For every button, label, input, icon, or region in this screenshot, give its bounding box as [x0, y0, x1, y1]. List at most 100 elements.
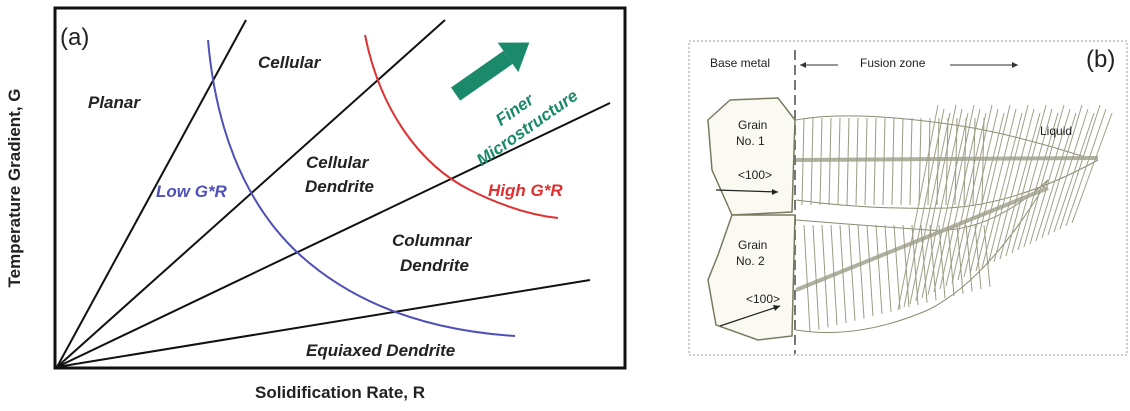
liquid-hatch-line: [1011, 108, 1053, 254]
liquid-hatch-line: [1017, 112, 1059, 251]
dendrite-arms: [801, 117, 991, 333]
liquid-hatch-line: [987, 104, 1029, 266]
dendrite-arm: [866, 224, 874, 317]
liquid-hatch-line: [927, 112, 969, 296]
liquid-hatch-line: [1053, 112, 1095, 233]
dir-arrow-1: [715, 189, 779, 193]
dendrite-arm: [839, 224, 847, 324]
dendrite-arm: [873, 117, 877, 206]
dendrite-arm: [947, 224, 955, 297]
dendrite-arm: [837, 117, 841, 206]
liquid-hatch-line: [999, 112, 1041, 260]
dendrite-arm: [855, 117, 859, 206]
low-gr-curve: [207, 39, 516, 337]
high-gr-curve: [364, 34, 559, 219]
dendrite-arm: [936, 117, 940, 206]
liquid-hatch-line: [1071, 112, 1113, 224]
dendrite-arm: [810, 117, 814, 206]
dendrite-arm: [884, 224, 892, 312]
plot-frame: [53, 6, 627, 370]
dendrite-arm: [918, 117, 922, 206]
liquid-hatch-line: [951, 104, 993, 284]
liquid-hatch-line: [945, 112, 987, 287]
dendrite-arm: [857, 224, 865, 319]
liquid-hatch-line: [1023, 104, 1065, 248]
region-cellular: Cellular: [258, 53, 322, 72]
region-columnar-dendrite-1: Columnar: [392, 231, 473, 250]
grain-2-label-b: No. 2: [736, 254, 765, 268]
dendrite-arm: [803, 224, 811, 333]
liquid-hatch-line: [1005, 104, 1047, 257]
line-planar-cellular: [56, 19, 247, 368]
liquid-hatch-line: [909, 112, 951, 305]
low-gr-label: Low G*R: [156, 182, 228, 201]
dendrite-arm: [945, 117, 949, 206]
liquid-hatch-line: [897, 104, 939, 311]
dendrite-arm: [864, 117, 868, 206]
liquid-hatch-line: [1029, 108, 1071, 245]
dendrite-arm: [875, 224, 883, 315]
liquid-hatch-line: [975, 108, 1017, 272]
grain-1-label-a: Grain: [738, 118, 768, 132]
dendrite-arm: [911, 224, 919, 306]
dendrite-arm: [848, 224, 856, 321]
liquid-hatch-line: [957, 108, 999, 281]
region-equiaxed-dendrite: Equiaxed Dendrite: [306, 341, 455, 360]
dendrite-arm: [846, 117, 850, 206]
panel-a-diagram: Temperature Gradient, G Solidification R…: [5, 6, 627, 402]
solidification-map: Temperature Gradient, G Solidification R…: [5, 6, 627, 402]
dendrite-arm: [893, 224, 901, 310]
dir-1-label: <100>: [738, 168, 773, 182]
dendrite-arm: [981, 117, 985, 206]
line-columnar-equiaxed: [56, 279, 591, 368]
dendrite-arm: [801, 117, 805, 206]
dendrite-arm: [900, 117, 904, 206]
fusion-zone-label: Fusion zone: [860, 56, 926, 70]
dendrite-arm: [974, 224, 982, 290]
x-axis-label: Solidification Rate, R: [255, 383, 425, 402]
dendrite-arm: [828, 117, 832, 206]
dendrite-arm: [891, 117, 895, 206]
liquid-hatch-line: [981, 112, 1023, 269]
liquid-hatch-line: [939, 108, 981, 290]
dendrite-arm: [882, 117, 886, 206]
liquid-hatch-line: [1065, 108, 1107, 227]
liquid-hatch-line: [903, 108, 945, 308]
liquid-hatch-line: [963, 112, 1005, 278]
panel-b-illustration: Base metal Fusion zone (b) Liquid Grain …: [688, 40, 1130, 358]
dir-arrow-2: [719, 305, 781, 327]
liquid-hatch-line: [1047, 108, 1089, 236]
liquid-hatch-line: [969, 104, 1011, 275]
high-gr-label: High G*R: [488, 181, 563, 200]
dendrite-arm: [821, 224, 829, 328]
liquid-label: Liquid: [1040, 124, 1073, 138]
region-cellular-dendrite-1: Cellular: [306, 153, 370, 172]
dendrite-arm: [956, 224, 964, 294]
dendrite-arm: [963, 117, 967, 206]
region-planar: Planar: [88, 93, 141, 112]
dendrite-arm: [927, 117, 931, 206]
dendrite-arm: [830, 224, 838, 326]
liquid-hatch-line: [993, 108, 1035, 263]
region-cellular-dendrite-2: Dendrite: [305, 177, 374, 196]
boundary-lines: [56, 19, 611, 368]
dendrite-arm: [938, 224, 946, 299]
liquid-hatch-line: [1059, 104, 1101, 230]
dendrite-arm: [812, 224, 820, 330]
liquid-hatch-line: [933, 104, 975, 293]
finer-arrow: [451, 42, 530, 101]
liquid-hatch-line: [915, 104, 957, 302]
liquid-hatching: [897, 104, 1113, 311]
base-metal-label: Base metal: [710, 56, 771, 70]
grain-2-label-a: Grain: [738, 238, 768, 252]
dir-2-label: <100>: [746, 292, 781, 306]
dendrite-arm: [902, 224, 910, 308]
panel-a-letter: (a): [60, 24, 89, 51]
dendrite-arm: [909, 117, 913, 206]
fusion-zone-sketch: [688, 40, 1128, 356]
liquid-hatch-line: [921, 108, 963, 299]
grain-1-outline: [707, 97, 796, 216]
grain-1-label-b: No. 1: [736, 134, 765, 148]
region-columnar-dendrite-2: Dendrite: [400, 256, 469, 275]
liquid-hatch-line: [1041, 104, 1083, 239]
